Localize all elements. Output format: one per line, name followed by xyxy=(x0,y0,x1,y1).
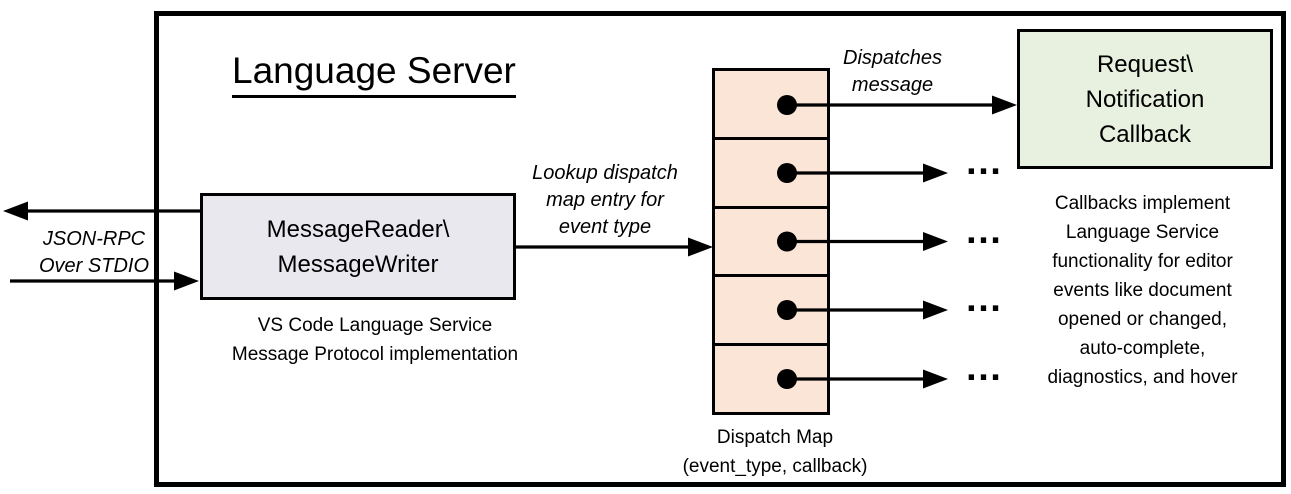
callbacks-note-line: diagnostics, and hover xyxy=(1047,367,1238,388)
dispatch-map-caption-line: Dispatch Map xyxy=(716,427,834,448)
ellipsis-icon: … xyxy=(964,278,1004,320)
ellipsis-icon: … xyxy=(964,210,1004,252)
callbacks-note-line: events like document xyxy=(1053,280,1232,301)
dispatch-map-caption: Dispatch Map (event_type, callback) xyxy=(650,423,900,481)
message-box-caption-line: VS Code Language Service xyxy=(257,315,493,336)
dispatch-map-cell xyxy=(715,277,827,347)
json-rpc-stdio-label-line: Over STDIO xyxy=(38,255,149,277)
json-rpc-stdio-label-line: JSON-RPC xyxy=(42,228,146,250)
lookup-dispatch-label-line: Lookup dispatch xyxy=(532,162,678,184)
message-box-label-line: MessageWriter xyxy=(277,250,439,278)
ellipsis-icon: … xyxy=(964,141,1004,183)
dispatch-map xyxy=(712,68,830,415)
dispatch-map-cell xyxy=(715,140,827,209)
callbacks-note-line: auto-complete, xyxy=(1079,338,1206,359)
dispatches-message-label-line: Dispatches xyxy=(843,47,942,69)
callback-box-label-line: Request\ xyxy=(1096,50,1194,78)
dispatches-message-label-line: message xyxy=(851,74,934,96)
callbacks-note-line: opened or changed, xyxy=(1057,309,1228,330)
json-rpc-stdio-label: JSON-RPC Over STDIO xyxy=(18,226,170,280)
callback-box-label-line: Callback xyxy=(1098,120,1192,148)
callback-box-label-line: Notification xyxy=(1085,85,1205,113)
callbacks-note-line: functionality for editor xyxy=(1052,251,1233,272)
callbacks-note-line: Language Service xyxy=(1065,222,1220,243)
message-box-caption-line: Message Protocol implementation xyxy=(231,344,519,365)
message-box-caption: VS Code Language Service Message Protoco… xyxy=(180,311,570,369)
dispatch-map-cell xyxy=(715,209,827,278)
lookup-dispatch-label: Lookup dispatch map entry for event type xyxy=(500,160,710,241)
callbacks-note-line: Callbacks implement xyxy=(1054,193,1231,214)
ellipsis-icon: … xyxy=(964,347,1004,389)
message-reader-writer-box: MessageReader\ MessageWriter xyxy=(200,193,516,300)
lookup-dispatch-label-line: map entry for xyxy=(546,189,664,211)
message-box-label-line: MessageReader\ xyxy=(266,215,450,243)
diagram-title: Language Server xyxy=(232,49,516,98)
lookup-dispatch-label-line: event type xyxy=(558,216,652,238)
dispatches-message-label: Dispatches message xyxy=(810,45,975,99)
dispatch-map-cell xyxy=(715,71,827,140)
callbacks-note: Callbacks implement Language Service fun… xyxy=(1005,189,1280,392)
request-notification-callback-box: Request\ Notification Callback xyxy=(1017,29,1273,169)
dispatch-map-cell xyxy=(715,346,827,412)
dispatch-map-caption-line: (event_type, callback) xyxy=(682,456,868,477)
